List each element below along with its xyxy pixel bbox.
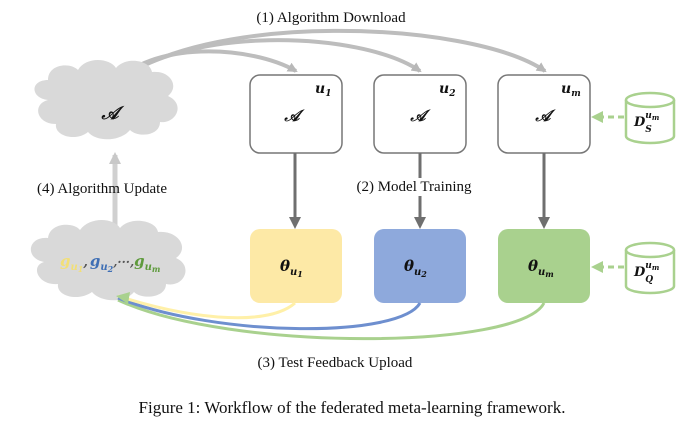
gradient-gm-sub-u: u xyxy=(145,262,152,273)
client-m-theta: θum xyxy=(528,257,554,279)
gradient-g1-sub-u: u xyxy=(71,262,78,273)
client-2-algorithm-box: u2 𝒜 xyxy=(373,74,467,154)
client-2-label: u2 xyxy=(439,81,455,99)
client-1-theta: θu1 xyxy=(280,257,303,279)
gradient-sep-2: ,···, xyxy=(112,255,134,269)
client-1-algorithm-box: u1 𝒜 xyxy=(249,74,343,154)
step-download-label: (1) Algorithm Download xyxy=(256,10,406,26)
client-1-label: u1 xyxy=(315,81,331,99)
upload-arrows xyxy=(116,292,546,341)
server-algorithm-symbol: 𝒜 xyxy=(100,103,124,124)
gradient-sep-1: , xyxy=(82,255,88,270)
client-2-model-box: θu2 xyxy=(374,229,466,303)
client-m-model-box: θum xyxy=(498,229,590,303)
server-cloud: 𝒜 xyxy=(34,60,178,140)
figure-caption: Figure 1: Workflow of the federated meta… xyxy=(139,398,566,417)
gradient-g2: g xyxy=(90,252,101,270)
gradient-g2-sub-u: u xyxy=(100,262,107,273)
gradient-g2-sub-2: 2 xyxy=(107,264,114,274)
gradient-gm-sub-m: m xyxy=(152,264,160,274)
step-update-label: (4) Algorithm Update xyxy=(37,181,167,197)
client-m-algorithm-box: um 𝒜 xyxy=(497,74,591,154)
gradient-g1: g xyxy=(60,252,71,270)
training-label-bg xyxy=(350,178,478,196)
client-1-model-box: θu1 xyxy=(250,229,342,303)
gradient-cloud: gu1,gu2,···,gum xyxy=(30,220,186,301)
step-training-label: (2) Model Training xyxy=(356,179,472,195)
client-m-label: um xyxy=(561,81,581,99)
step-upload-label: (3) Test Feedback Upload xyxy=(258,355,413,371)
gradient-g1-sub-1: 1 xyxy=(78,264,84,274)
client-2-theta: θu2 xyxy=(404,257,427,279)
gradient-gm: g xyxy=(134,252,145,270)
gradient-list: gu1,gu2,···,gum xyxy=(60,252,160,274)
